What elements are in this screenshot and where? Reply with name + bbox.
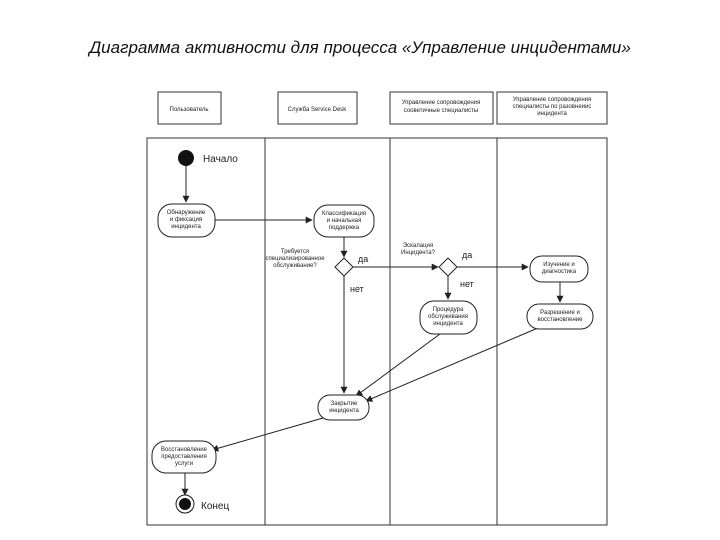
decision-specialized-text-line: Требуется: [281, 249, 309, 255]
decision-escalation-text-line: Эскалация: [403, 243, 433, 249]
activity-classify-text-line: поддержка: [329, 225, 360, 231]
activity-restore-text-line: Восстановление: [161, 447, 208, 453]
activity-procedure-text-line: инцидента: [433, 321, 463, 327]
end-node: [175, 494, 195, 514]
activity-detect-text-line: и фиксация: [170, 217, 202, 223]
lane-header-servicedesk-text: Служба Service Desk: [288, 107, 348, 113]
activity-procedure-text-line: Процедура: [433, 307, 464, 313]
flow-edges: [181, 166, 564, 496]
lane-header-specialists-text-line: Управление сопровождения: [513, 97, 592, 103]
activity-close-text-line: Закрытие: [331, 401, 358, 407]
activity-detect-text-line: Обнаружение: [167, 210, 206, 216]
swimlane-frame: [146, 137, 608, 526]
decision-specialized-text-line: обслуживание?: [273, 263, 317, 269]
activity-procedure-text-line: обслуживания: [428, 314, 468, 320]
lane-header-user-text: Пользователь: [170, 107, 209, 113]
activity-close-text-line: инцидента: [329, 408, 359, 414]
activity-classify-text-line: и начальная: [327, 218, 362, 224]
edge-procedure-close: [355, 333, 441, 397]
activity-study-text-line: диагностика: [542, 269, 577, 275]
lane-header-support-text-line: сооветичные специалисты: [404, 108, 478, 114]
lane-header-user: Пользователь: [157, 91, 222, 125]
edge-close-restore: [211, 415, 331, 452]
activity-classify-text-line: Классификация: [322, 211, 366, 217]
activity-detect-text-line: инцидента: [171, 224, 201, 230]
lane-header-specialists-text-line: инцидента: [537, 111, 567, 117]
activity-restore-text-line: предоставления: [161, 454, 206, 460]
activity-resolve-text-line: Разрешение и: [540, 310, 580, 316]
lane-header-user-text-line: Пользователь: [170, 107, 209, 113]
decision-escalation-no: нет: [460, 279, 474, 289]
end-label: Конец: [201, 501, 229, 512]
start-label: Начало: [203, 154, 238, 165]
decision-specialized-yes: да: [358, 254, 368, 264]
decision-escalation: [438, 257, 458, 277]
activity-study-text-line: Изучение и: [543, 262, 574, 268]
lane-header-servicedesk: Служба Service Desk: [277, 91, 358, 125]
decision-escalation-yes: да: [462, 250, 472, 260]
lane-header-support-text: Управление сопровождения сооветичные спец…: [402, 100, 481, 114]
start-node: [178, 150, 194, 166]
decision-specialized-text-line: специализированное: [265, 256, 325, 262]
lane-header-support: Управление сопровождения сооветичные спец…: [389, 91, 494, 125]
decision-escalation-text-line: Инцидента?: [401, 250, 436, 256]
lane-header-support-text-line: Управление сопровождения: [402, 100, 481, 106]
slide-title: Диаграмма активности для процесса «Управ…: [89, 38, 631, 57]
decision-specialized: [334, 257, 354, 277]
lane-header-servicedesk-text-line: Служба Service Desk: [288, 107, 348, 113]
edge-resolve-close: [365, 324, 546, 402]
decision-specialized-no: нет: [350, 284, 364, 294]
activity-restore-text-line: услуги: [175, 461, 193, 467]
activity-resolve-text-line: восстановление: [537, 317, 583, 323]
lane-header-specialists-text-line: специалисты по разовнеиис: [513, 104, 592, 110]
